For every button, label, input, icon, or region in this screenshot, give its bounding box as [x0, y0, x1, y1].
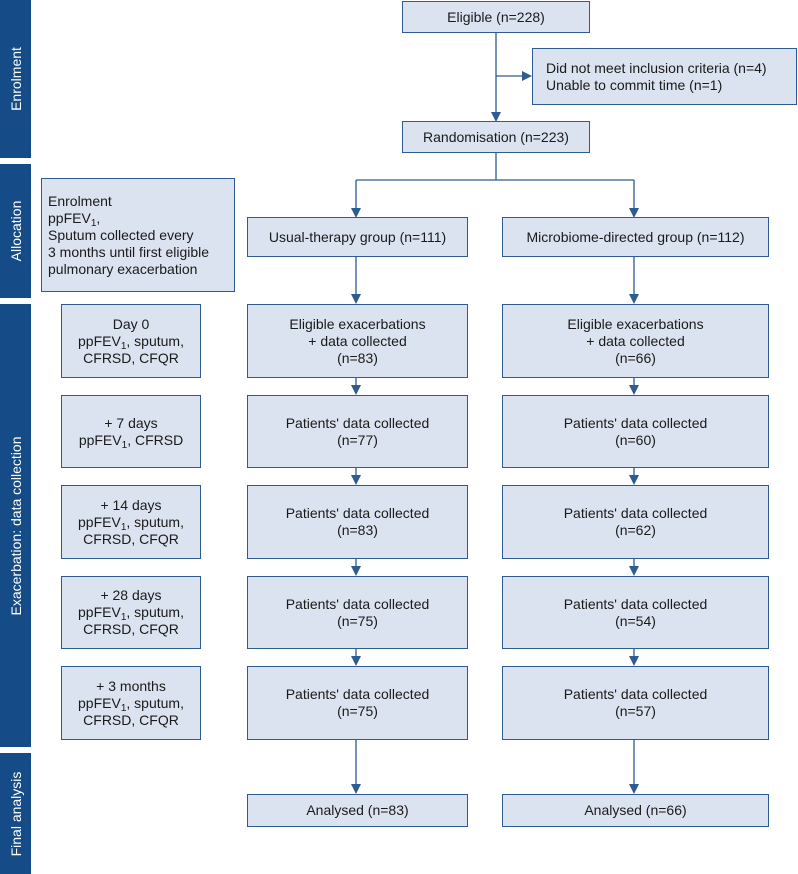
usual-day0-line-2: + data collected: [308, 332, 407, 349]
timepoint-measures-2: CFRSD, CFQR: [83, 711, 179, 728]
timepoint-measures: ppFEV1, CFRSD: [78, 431, 184, 451]
allocation-note-line-2: ppFEV1,: [48, 209, 101, 229]
micro-7d-label: Patients' data collected: [563, 414, 708, 431]
excluded-line-2: Unable to commit time (n=1): [546, 76, 723, 93]
micro-3m-label: Patients' data collected: [563, 686, 708, 702]
usual-7d-count: (n=77): [337, 431, 378, 448]
usual-3m-label: Patients' data collected: [285, 686, 430, 702]
timepoint-box: + 7 days ppFEV1, CFRSD: [61, 395, 201, 468]
timepoint-box: + 14 days ppFEV1, sputum, CFRSD, CFQR: [61, 485, 201, 559]
timepoint-measures: ppFEV1, sputum,: [78, 332, 184, 352]
usual-analysed-box: Analysed (n=83): [247, 794, 468, 827]
allocation-note-box: Enrolment ppFEV1, Sputum collected every…: [41, 178, 235, 292]
micro-7d-box: Patients' data collected (n=60): [502, 395, 769, 468]
timepoint-measures-2: CFRSD, CFQR: [83, 621, 179, 637]
timepoint-label: + 14 days: [100, 496, 162, 513]
usual-28d-box: Patients' data collected (n=75): [247, 576, 468, 649]
usual-14d-count: (n=83): [337, 522, 378, 538]
micro-day0-box: Eligible exacerbations + data collected …: [502, 304, 769, 378]
usual-analysed-text: Analysed (n=83): [306, 802, 409, 818]
timepoint-label: Day 0: [112, 315, 150, 332]
eligible-text: Eligible (n=228): [447, 8, 545, 25]
eligible-box: Eligible (n=228): [402, 1, 590, 33]
micro-3m-box: Patients' data collected (n=57): [502, 666, 769, 740]
timepoint-measures-2: CFRSD, CFQR: [83, 530, 179, 547]
timepoint-measures: ppFEV1, sputum,: [78, 513, 184, 533]
usual-7d-box: Patients' data collected (n=77): [247, 395, 468, 468]
usual-14d-box: Patients' data collected (n=83): [247, 485, 468, 559]
randomisation-box: Randomisation (n=223): [402, 121, 590, 153]
usual-7d-label: Patients' data collected: [285, 414, 430, 431]
timepoint-box: + 3 months ppFEV1, sputum, CFRSD, CFQR: [61, 666, 201, 740]
timepoint-measures: ppFEV1, sputum,: [78, 604, 184, 623]
phase-bar-enrolment: Enrolment: [0, 0, 31, 158]
allocation-note-line-5: pulmonary exacerbation: [48, 260, 198, 277]
timepoint-box: Day 0 ppFEV1, sputum, CFRSD, CFQR: [61, 304, 201, 378]
timepoint-label: + 3 months: [96, 677, 166, 694]
micro-28d-label: Patients' data collected: [563, 595, 708, 612]
micro-14d-label: Patients' data collected: [563, 505, 708, 521]
phase-bar-exacerbation: Exacerbation: data collection: [0, 304, 31, 747]
micro-14d-count: (n=62): [615, 522, 656, 538]
micro-analysed-text: Analysed (n=66): [584, 802, 687, 818]
micro-group-box: Microbiome-directed group (n=112): [502, 217, 769, 257]
usual-28d-label: Patients' data collected: [285, 595, 430, 612]
timepoint-label: + 28 days: [100, 587, 162, 603]
micro-7d-count: (n=60): [615, 431, 656, 448]
micro-analysed-box: Analysed (n=66): [502, 794, 769, 827]
allocation-note-line-4: 3 months until first eligible: [48, 243, 210, 260]
usual-group-box: Usual-therapy group (n=111): [247, 217, 468, 257]
timepoint-measures-2: CFRSD, CFQR: [83, 349, 179, 366]
micro-28d-box: Patients' data collected (n=54): [502, 576, 769, 649]
timepoint-label: + 7 days: [104, 414, 158, 431]
timepoint-box: + 28 days ppFEV1, sputum, CFRSD, CFQR: [61, 576, 201, 649]
micro-day0-line-1: Eligible exacerbations: [567, 315, 704, 332]
micro-day0-line-2: + data collected: [586, 332, 685, 349]
allocation-note-line-3: Sputum collected every: [48, 226, 194, 243]
usual-day0-line-1: Eligible exacerbations: [289, 315, 426, 332]
micro-day0-count: (n=66): [615, 349, 656, 366]
allocation-note-line-1: Enrolment: [48, 192, 112, 209]
micro-14d-box: Patients' data collected (n=62): [502, 485, 769, 559]
usual-28d-count: (n=75): [337, 612, 378, 629]
excluded-box: Did not meet inclusion criteria (n=4) Un…: [532, 48, 797, 105]
micro-28d-count: (n=54): [615, 612, 656, 629]
randomisation-text: Randomisation (n=223): [423, 128, 569, 145]
micro-3m-count: (n=57): [615, 703, 656, 719]
timepoint-measures: ppFEV1, sputum,: [78, 694, 184, 714]
phase-bar-allocation: Allocation: [0, 164, 31, 298]
usual-day0-box: Eligible exacerbations + data collected …: [247, 304, 468, 378]
phase-bar-final-analysis: Final analysis: [0, 753, 31, 874]
micro-group-title: Microbiome-directed group (n=112): [526, 228, 745, 245]
excluded-line-1: Did not meet inclusion criteria (n=4): [546, 59, 767, 76]
usual-3m-count: (n=75): [337, 703, 378, 719]
usual-3m-box: Patients' data collected (n=75): [247, 666, 468, 740]
usual-group-title: Usual-therapy group (n=111): [268, 228, 447, 245]
usual-day0-count: (n=83): [337, 349, 378, 366]
usual-14d-label: Patients' data collected: [285, 505, 430, 521]
